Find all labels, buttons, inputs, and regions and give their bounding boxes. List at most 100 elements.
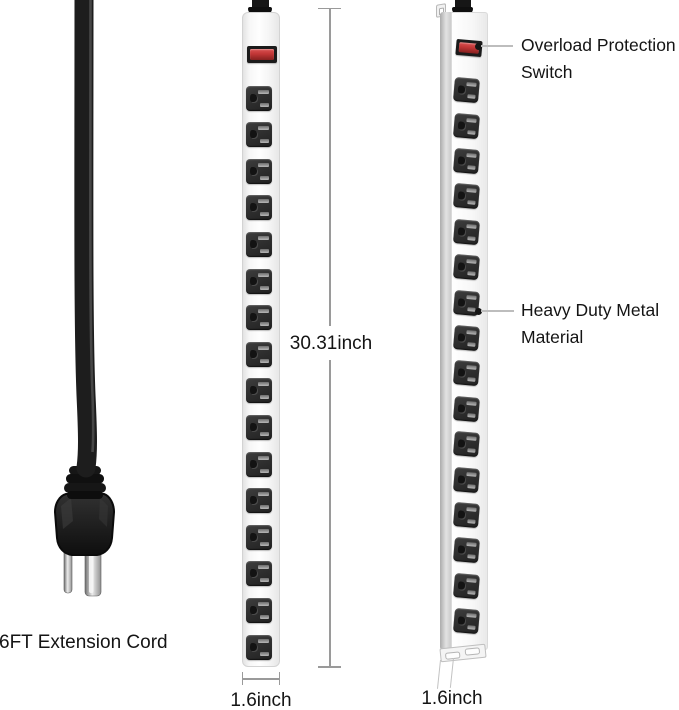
outlet-slot-bottom — [467, 200, 476, 205]
outlet-slot-bottom — [467, 519, 476, 524]
outlet-slot-bottom — [467, 129, 476, 134]
outlet-slot-bottom — [260, 395, 269, 400]
outlet-ground-hole — [250, 166, 257, 175]
outlet-slot-top — [466, 507, 477, 512]
outlet-slot-top — [258, 199, 269, 204]
outlet-slot-top — [466, 365, 477, 370]
power-outlet — [453, 254, 480, 280]
outlet-slot-top — [466, 294, 477, 299]
annotation-line: Switch — [521, 62, 573, 82]
power-outlet — [246, 231, 272, 257]
outlet-slot-bottom — [467, 165, 476, 170]
strip-cord-strain-relief-side — [452, 7, 473, 14]
power-outlet — [246, 158, 272, 184]
outlet-slot-bottom — [467, 342, 476, 347]
outlet-column-side — [453, 0, 480, 710]
outlet-ground-hole — [457, 156, 465, 165]
length-dimension-cap-bottom — [318, 666, 341, 668]
outlet-slot-bottom — [467, 448, 476, 453]
outlet-slot-bottom — [260, 651, 269, 656]
outlet-ground-hole — [457, 227, 465, 236]
outlet-ground-hole — [250, 130, 257, 139]
power-outlet — [453, 218, 480, 245]
outlet-ground-hole — [250, 422, 257, 431]
outlet-slot-bottom — [467, 271, 476, 276]
power-outlet — [246, 597, 272, 623]
side-width-label: 1.6inch — [421, 688, 483, 709]
outlet-slot-top — [258, 492, 269, 497]
outlet-slot-top — [258, 309, 269, 314]
annotation-heavy-duty-material: Heavy Duty Metal Material — [521, 297, 659, 351]
outlet-slot-bottom — [467, 625, 476, 630]
callout-line-material — [481, 310, 514, 312]
power-outlet — [453, 608, 480, 634]
outlet-slot-top — [258, 601, 269, 606]
outlet-slot-bottom — [260, 431, 269, 436]
annotation-line: Material — [521, 327, 584, 347]
outlet-slot-bottom — [260, 285, 269, 290]
callout-dot-material — [475, 307, 482, 315]
outlet-slot-top — [466, 436, 477, 441]
outlet-slot-top — [258, 528, 269, 533]
outlet-slot-bottom — [260, 139, 269, 144]
outlet-slot-bottom — [260, 102, 269, 107]
power-outlet — [453, 572, 480, 599]
power-outlet — [246, 85, 272, 111]
outlet-slot-bottom — [260, 505, 269, 510]
power-outlet — [246, 451, 272, 477]
outlet-slot-top — [258, 455, 269, 460]
outlet-slot-bottom — [467, 377, 476, 382]
outlet-slot-top — [466, 542, 477, 547]
power-outlet — [246, 268, 272, 294]
outlet-ground-hole — [250, 313, 257, 322]
outlet-ground-hole — [250, 239, 257, 248]
power-outlet — [246, 341, 272, 367]
outlet-ground-hole — [457, 368, 465, 377]
outlet-slot-top — [258, 345, 269, 350]
power-outlet — [453, 431, 480, 457]
outlet-ground-hole — [457, 545, 465, 554]
outlet-slot-top — [258, 89, 269, 94]
outlet-slot-bottom — [260, 541, 269, 546]
switch-red-rocker — [250, 49, 274, 60]
outlet-slot-top — [258, 418, 269, 423]
outlet-ground-hole — [457, 510, 465, 519]
outlet-slot-top — [466, 188, 477, 193]
outlet-slot-top — [258, 638, 269, 643]
outlet-slot-top — [466, 82, 477, 87]
power-outlet — [246, 414, 272, 440]
outlet-slot-top — [466, 471, 477, 476]
outlet-ground-hole — [250, 605, 257, 614]
power-strip-front — [242, 12, 280, 667]
extension-cord-caption: 6FT Extension Cord — [0, 632, 168, 653]
side-width-guide-left — [436, 659, 442, 689]
outlet-slot-bottom — [260, 175, 269, 180]
outlet-slot-top — [466, 400, 477, 406]
outlet-ground-hole — [250, 569, 257, 578]
outlet-ground-hole — [457, 262, 465, 271]
strip-metal-edge — [440, 12, 451, 650]
power-outlet — [453, 325, 480, 351]
callout-line-switch — [481, 45, 513, 47]
outlet-slot-bottom — [467, 94, 476, 99]
outlet-ground-hole — [250, 93, 257, 102]
outlet-slot-bottom — [467, 483, 476, 488]
length-label: 30.31inch — [289, 333, 373, 354]
power-outlet — [246, 561, 272, 587]
outlet-slot-bottom — [260, 212, 269, 217]
power-outlet — [453, 148, 480, 174]
annotation-line: Overload Protection — [521, 35, 676, 55]
outlet-slot-top — [466, 223, 477, 229]
outlet-slot-top — [258, 126, 269, 131]
outlet-slot-bottom — [467, 412, 476, 418]
outlet-ground-hole — [250, 496, 257, 505]
outlet-slot-top — [466, 153, 477, 158]
outlet-ground-hole — [250, 642, 257, 651]
annotation-overload-protection: Overload Protection Switch — [521, 32, 676, 86]
power-outlet — [453, 77, 480, 103]
power-outlet — [246, 634, 272, 660]
front-width-line — [241, 678, 280, 680]
outlet-slot-top — [466, 330, 477, 335]
power-outlet — [453, 395, 480, 422]
